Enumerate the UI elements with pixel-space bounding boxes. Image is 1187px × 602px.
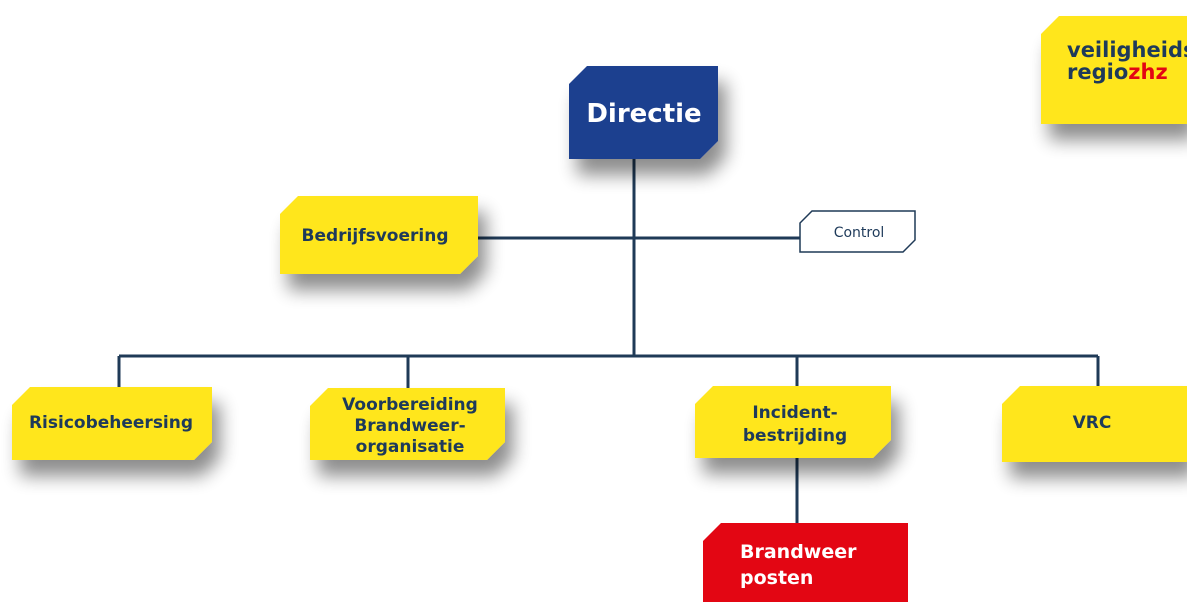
node-vrc-label: VRC (1073, 413, 1112, 433)
logo-line-1: veiligheids (1067, 38, 1187, 62)
node-voorbereiding-label-2: Brandweer- (354, 416, 465, 436)
node-bedrijfsvoering-label: Bedrijfsvoering (302, 226, 449, 246)
node-directie: Directie (569, 66, 718, 159)
node-voorbereiding-label-1: Voorbereiding (342, 395, 478, 415)
node-voorbereiding-shape (310, 388, 505, 460)
logo-line-2-suffix: zhz (1128, 60, 1167, 84)
logo-line-2: regiozhz (1067, 60, 1168, 84)
connector-lines (117, 155, 1100, 525)
node-voorbereiding: Voorbereiding Brandweer- organisatie (310, 388, 505, 460)
node-vrc: VRC (1002, 386, 1187, 462)
node-incidentbestrijding-shape (695, 386, 891, 458)
node-brandweer-posten: Brandweer posten (703, 523, 908, 602)
node-risicobeheersing-label: Risicobeheersing (29, 413, 193, 433)
node-brandweer-posten-label-2: posten (740, 567, 813, 589)
node-control: Control (799, 210, 916, 253)
node-bedrijfsvoering: Bedrijfsvoering (280, 196, 478, 274)
node-incidentbestrijding-label-2: bestrijding (743, 426, 847, 446)
node-risicobeheersing-shape (12, 387, 212, 460)
node-control-shape (799, 210, 916, 253)
node-brandweer-posten-label-1: Brandweer (740, 541, 857, 563)
node-brandweer-posten-shape (703, 523, 908, 602)
node-voorbereiding-label-3: organisatie (356, 437, 465, 457)
logo-line-2-prefix: regio (1067, 60, 1128, 84)
node-incidentbestrijding-label-1: Incident- (752, 403, 837, 423)
node-risicobeheersing: Risicobeheersing (12, 387, 212, 460)
node-vrc-shape (1002, 386, 1187, 462)
node-incidentbestrijding: Incident- bestrijding (695, 386, 891, 458)
node-control-label: Control (834, 225, 885, 241)
node-bedrijfsvoering-shape (280, 196, 478, 274)
node-directie-shape (569, 66, 718, 159)
node-directie-label: Directie (586, 99, 701, 129)
veiligheidsregio-zhz-logo: veiligheids regiozhz (1041, 16, 1187, 124)
logo-background (1041, 16, 1187, 124)
